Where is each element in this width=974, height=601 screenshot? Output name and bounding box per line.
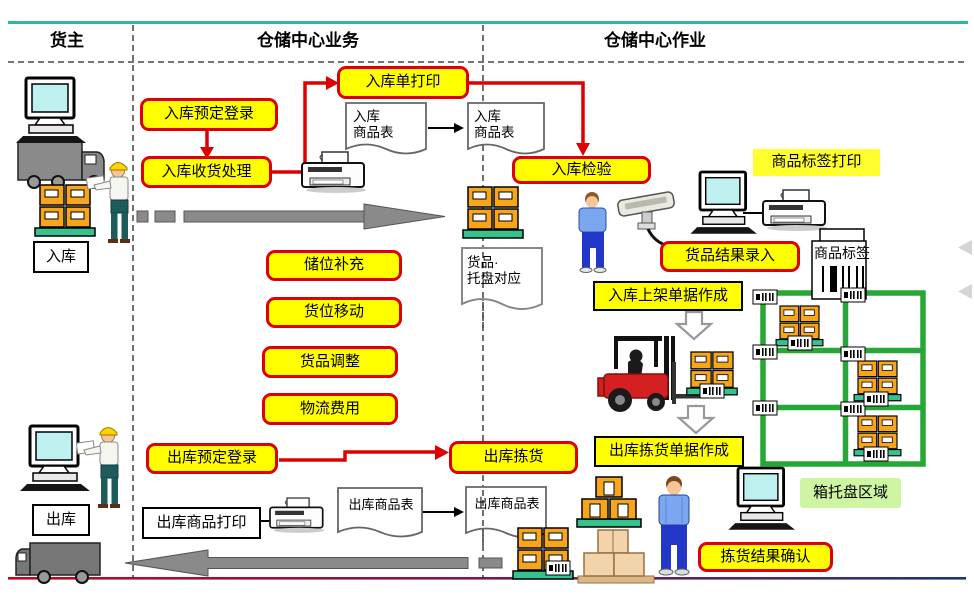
worker-icon	[578, 192, 607, 273]
doc-inbound-goods-list: 入库 商品表	[474, 109, 515, 141]
goods-label-card	[811, 228, 867, 300]
barcode-label-icon	[545, 560, 571, 576]
pallet-icon	[576, 476, 642, 528]
barcode-label-icon	[840, 287, 866, 303]
lane-header-center-operation: 仓储中心作业	[604, 31, 706, 51]
forklift-icon	[597, 336, 712, 412]
barcode-icon	[822, 266, 864, 292]
process-outbound-reserve: 出库预定登录	[146, 443, 278, 474]
truck-icon	[15, 542, 101, 584]
process-slot-replenish: 储位补充	[266, 250, 402, 281]
printer-icon	[762, 189, 828, 232]
red-flow-arrows	[205, 81, 585, 462]
process-pick-result-confirm: 拣货结果确认	[698, 542, 833, 572]
barcode-label-icon	[752, 289, 778, 305]
nav-chevron-icon[interactable]	[958, 240, 972, 299]
zone-inbound: 入库	[33, 241, 89, 273]
label-goods-label-print: 商品标签打印	[753, 149, 880, 176]
barcode-label-icon	[863, 391, 889, 407]
printer-icon	[269, 497, 326, 534]
goods-label-text: 商品标签	[814, 245, 870, 261]
document-icons	[337, 102, 547, 539]
process-logistics-fee: 物流费用	[262, 393, 398, 425]
process-inbound-inspect: 入库检验	[512, 156, 651, 184]
bottom-rule	[8, 577, 966, 580]
down-block-arrow-icon	[674, 310, 716, 435]
doc-pallet-mapping: 货品· 托盘对应	[467, 255, 521, 287]
process-outbound-pick: 出库拣货	[449, 441, 578, 474]
process-inbound-reserve: 入库预定登录	[140, 98, 278, 131]
barcode-label-icon	[840, 346, 866, 362]
document-icon	[461, 247, 543, 310]
computer-icon	[689, 170, 759, 236]
inbound-flow-arrow-icon	[136, 203, 446, 230]
lane-header-center-business: 仓储中心业务	[257, 31, 359, 51]
doc-outbound-goods-list: 出库商品表	[348, 497, 414, 512]
black-arrowheads	[454, 123, 464, 517]
process-inbound-receive: 入库收货处理	[141, 156, 272, 188]
top-rule	[8, 21, 968, 24]
doc-inbound-goods-list: 入库 商品表	[353, 109, 394, 141]
process-goods-result-entry: 货品结果录入	[660, 241, 800, 272]
label-box-pallet-area: 箱托盘区域	[800, 478, 901, 508]
truck-icon	[17, 141, 105, 189]
barcode-label-icon	[840, 401, 866, 417]
process-slot-move: 货位移动	[266, 297, 402, 328]
red-arrowheads	[200, 76, 590, 460]
barcode-label-icon	[752, 400, 778, 416]
outbound-flow-arrow-icon	[124, 549, 503, 577]
process-inbound-slip-print: 入库单打印	[337, 66, 469, 99]
doc-outbound-goods-list: 出库商品表	[474, 496, 540, 511]
pallet-icon	[462, 186, 524, 239]
computer-icon	[18, 424, 92, 493]
printer-icon	[301, 151, 367, 194]
worker-icon	[658, 476, 690, 576]
lane-header-owner: 货主	[50, 31, 84, 51]
barcode-label-icon	[863, 446, 889, 462]
pallet-icon	[34, 184, 96, 237]
document-icon	[337, 487, 423, 538]
process-inbound-shelving-slip: 入库上架单据作成	[593, 281, 743, 311]
zone-outbound: 出库	[32, 504, 90, 536]
document-icon	[467, 102, 545, 155]
document-icon	[345, 102, 427, 155]
computer-icon	[14, 76, 88, 145]
process-outbound-goods-print: 出库商品打印	[142, 507, 261, 539]
process-goods-adjust: 货品调整	[262, 346, 398, 378]
barcode-label-icon	[699, 383, 725, 399]
barcode-label-icon	[752, 344, 778, 360]
process-outbound-pick-slip: 出库拣货单据作成	[594, 436, 744, 467]
scanner-icon	[617, 191, 699, 250]
carton-boxes-icon	[577, 529, 655, 584]
computer-icon	[727, 466, 797, 532]
worker-helmet-icon	[75, 427, 121, 509]
barcode-label-icon	[787, 335, 813, 351]
